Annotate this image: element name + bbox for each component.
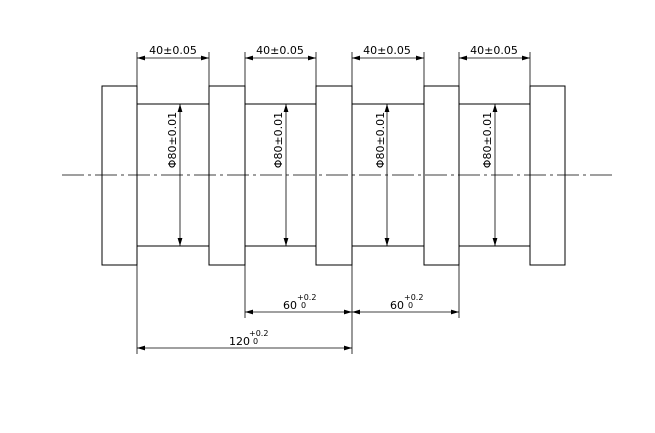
diameter-dimension-4: Φ80±0.01 bbox=[481, 104, 498, 246]
diameter-dimension-2: Φ80±0.01 bbox=[272, 104, 289, 246]
pitch-lower-2: 0 bbox=[408, 301, 413, 310]
width-label-4: 40±0.05 bbox=[470, 44, 518, 57]
pitch-dimension-1: 60 +0.2 0 bbox=[245, 293, 352, 315]
diameter-label-3: Φ80±0.01 bbox=[374, 112, 387, 168]
diameter-dimension-3: Φ80±0.01 bbox=[374, 104, 390, 246]
diameter-dimension-1: Φ80±0.01 bbox=[166, 104, 183, 246]
width-dimension-3: 40±0.05 bbox=[351, 44, 425, 86]
width-dimension-1: 40±0.05 bbox=[136, 44, 210, 86]
diameter-label-4: Φ80±0.01 bbox=[481, 112, 494, 168]
width-label-2: 40±0.05 bbox=[256, 44, 304, 57]
diameter-label-2: Φ80±0.01 bbox=[272, 112, 285, 168]
width-dimension-4: 40±0.05 bbox=[458, 44, 531, 86]
pitch-lower-1: 0 bbox=[301, 301, 306, 310]
pitch-dimension-2: 60 +0.2 0 bbox=[352, 293, 459, 315]
width-label-3: 40±0.05 bbox=[363, 44, 411, 57]
total-upper: +0.2 bbox=[249, 329, 268, 338]
diameter-label-1: Φ80±0.01 bbox=[166, 112, 179, 168]
pitch-base-2: 60 bbox=[390, 299, 404, 312]
total-dimension: 120 +0.2 0 bbox=[137, 329, 352, 351]
width-label-1: 40±0.05 bbox=[149, 44, 197, 57]
step-edges bbox=[136, 104, 531, 246]
pitch-base-1: 60 bbox=[283, 299, 297, 312]
pitch-upper-1: +0.2 bbox=[297, 293, 316, 302]
bottom-extension-lines bbox=[136, 265, 460, 354]
total-lower: 0 bbox=[253, 337, 258, 346]
pitch-upper-2: +0.2 bbox=[404, 293, 423, 302]
total-base: 120 bbox=[229, 335, 250, 348]
width-dimension-2: 40±0.05 bbox=[244, 44, 317, 86]
